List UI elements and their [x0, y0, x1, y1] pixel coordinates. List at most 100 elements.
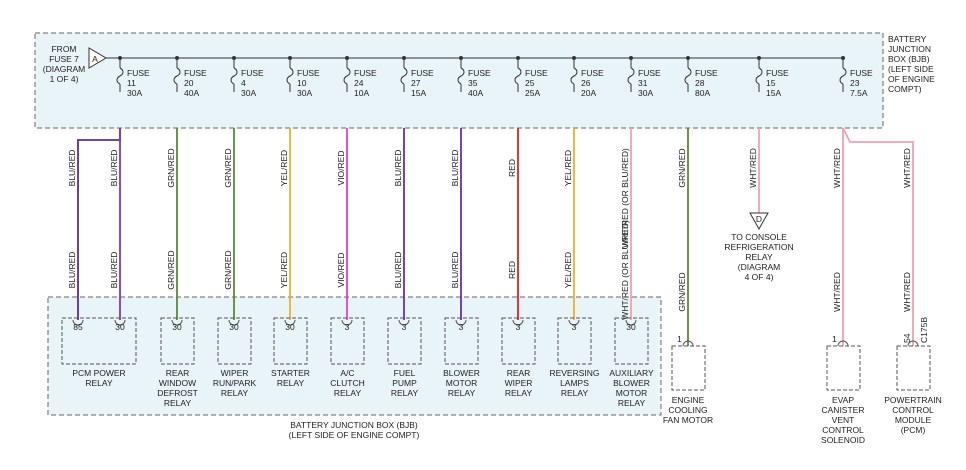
bjb-bottom-label-line: BATTERY JUNCTION BOX (BJB) [290, 420, 418, 430]
wire-line [842, 127, 914, 346]
relay-label-line: DEFROST [157, 388, 198, 398]
wire-label-top: GRN/RED [166, 148, 176, 187]
wire-label-bottom: BLU/RED [450, 252, 460, 289]
connector-a-triangle [88, 47, 107, 69]
engine-cooling-fan-motor: 1 ENGINE COOLING FAN MOTOR [663, 334, 713, 425]
relay-label-line: WIPER [221, 368, 249, 378]
wire-label-top: WHT/RED [748, 148, 758, 188]
relay-box [61, 317, 137, 365]
connector-a-symbol: A [88, 47, 107, 69]
bjb-top-label-line: BOX (BJB) [888, 54, 930, 64]
console-label-line: REFRIGERATION [724, 242, 793, 252]
evap-label-line: VENT [832, 415, 855, 425]
relay-pin-number: 30 [626, 322, 636, 332]
wire-13: WHT/RED [748, 128, 760, 213]
relay-label-line: A/C [340, 368, 354, 378]
wire-label-bottom: WHT/RED (OR BLU/RED) [620, 220, 630, 320]
from-label-line: 1 OF 4) [50, 74, 79, 84]
console-label-line: (DIAGRAM [738, 262, 781, 272]
relay-label-line: WINDOW [159, 378, 196, 388]
fuse-amperage: 30A [241, 88, 256, 98]
bjb-top-box [34, 32, 884, 129]
evap-pin: 1 [832, 334, 837, 344]
relay-label-line: PUMP [392, 378, 417, 388]
relay-pin-arc [341, 319, 353, 326]
relay-pin-arc [625, 319, 637, 326]
relay-pin-arc [455, 319, 467, 326]
fuse-amperage: 20A [581, 88, 596, 98]
wire-label-top: YEL/RED [279, 150, 289, 186]
wire-layer: BLU/REDBLU/REDBLU/REDBLU/REDGRN/REDGRN/R… [67, 127, 914, 346]
wire-8: BLU/RED BLU/RED [450, 128, 462, 320]
pcm-box [896, 345, 931, 391]
evap-pin-arc [837, 340, 849, 347]
fuse-amperage: 15A [411, 88, 426, 98]
fuse-word: FUSE [638, 68, 661, 78]
fuse-amperage: 7.5A [850, 88, 868, 98]
connector-d-triangle [749, 212, 769, 231]
fuse-symbol [230, 60, 238, 92]
wire-label-bottom: YEL/RED [563, 252, 573, 288]
connector-a-letter: A [92, 54, 98, 64]
relay-pin-arc [171, 319, 183, 326]
relay-pin-arc [398, 319, 410, 326]
relay-label-line: RELAY [164, 398, 192, 408]
fuse-word: FUSE [411, 68, 434, 78]
fuse-word: FUSE [297, 68, 320, 78]
fuse-symbol [755, 60, 763, 92]
relay-box [160, 317, 195, 365]
bjb-top-label-line: BATTERY [888, 34, 927, 44]
relay-pin-arc [512, 319, 524, 326]
fuse-symbol [839, 60, 847, 92]
wire-label-top: WHT/RED [832, 148, 842, 188]
fuse-symbol [514, 60, 522, 92]
wire-label-bottom: RED [507, 261, 517, 279]
relay-box [330, 317, 365, 365]
wire-11: WHT/RED (OR BLU/RED)WHT/RED (OR BLU/RED) [620, 128, 632, 320]
wire-label-top: BLU/RED [393, 150, 403, 187]
relay-pin-number: 30 [285, 322, 295, 332]
relay-label-line: RELAY [334, 388, 362, 398]
relay-label-line: PCM POWER [72, 368, 125, 378]
wire-label-top: BLU/RED [450, 150, 460, 187]
relay-label-line: STARTER [271, 368, 310, 378]
connector-d-symbol: D [749, 212, 769, 231]
wire-label-bottom: WHT/RED [832, 272, 842, 312]
bus-junction-dot [175, 56, 179, 60]
bus-junction-dot [118, 56, 122, 60]
wire-label-bottom: BLU/RED [109, 252, 119, 289]
evap-label-line: CONTROL [822, 425, 864, 435]
relay-label-line: RELAY [561, 388, 589, 398]
bus-junction-dot [686, 56, 690, 60]
fuse-symbol [400, 60, 408, 92]
evap-label-line: SOLENOID [821, 435, 865, 445]
relay-label-line: MOTOR [616, 388, 647, 398]
relay-pin-number: 3 [345, 322, 350, 332]
fan-motor-label-line: FAN MOTOR [663, 415, 713, 425]
relay-pin-arc [114, 319, 126, 326]
fuse-symbol [457, 60, 465, 92]
wire-label-bottom: YEL/RED [279, 252, 289, 288]
bus-junction-dot [232, 56, 236, 60]
pcm-pin: 54 [902, 333, 912, 343]
wire-7: BLU/RED BLU/RED [393, 128, 405, 320]
fuse-amperage: 10A [354, 88, 369, 98]
wire-label-bottom: BLU/RED [393, 252, 403, 289]
relay-label-line: FUEL [394, 368, 416, 378]
pcm-label-line: (PCM) [901, 425, 926, 435]
pcm-pin-arc [907, 340, 919, 347]
bus-junction-dot [516, 56, 520, 60]
relay-label-line: LAMPS [560, 378, 589, 388]
fan-motor-label-line: COOLING [668, 405, 707, 415]
relay-label-line: RELAY [448, 388, 476, 398]
relay-label-line: RELAY [85, 378, 113, 388]
